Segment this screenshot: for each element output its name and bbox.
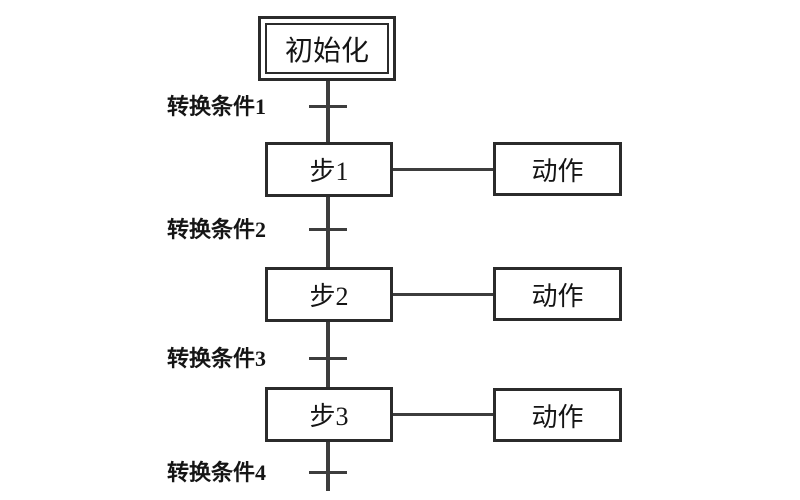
init-step-box: 初始化 [258,16,396,81]
step-2-action-connector [391,293,493,296]
step-1-action-connector [391,168,493,171]
step-3-action-connector [391,413,493,416]
action-3-box: 动作 [493,388,622,442]
transition-4-label: 转换条件4 [167,460,267,485]
transition-2-label: 转换条件2 [167,217,267,242]
transition-3-label: 转换条件3 [167,346,267,371]
action-1-box: 动作 [493,142,622,196]
transition-4-crossbar [309,471,347,474]
step-2-box: 步2 [265,267,393,322]
init-step-label: 初始化 [265,23,389,74]
transition-3-crossbar [309,357,347,360]
action-2-box: 动作 [493,267,622,321]
transition-1-label: 转换条件1 [167,94,267,119]
step-3-box: 步3 [265,387,393,442]
step-1-box: 步1 [265,142,393,197]
transition-2-crossbar [309,228,347,231]
transition-1-crossbar [309,105,347,108]
